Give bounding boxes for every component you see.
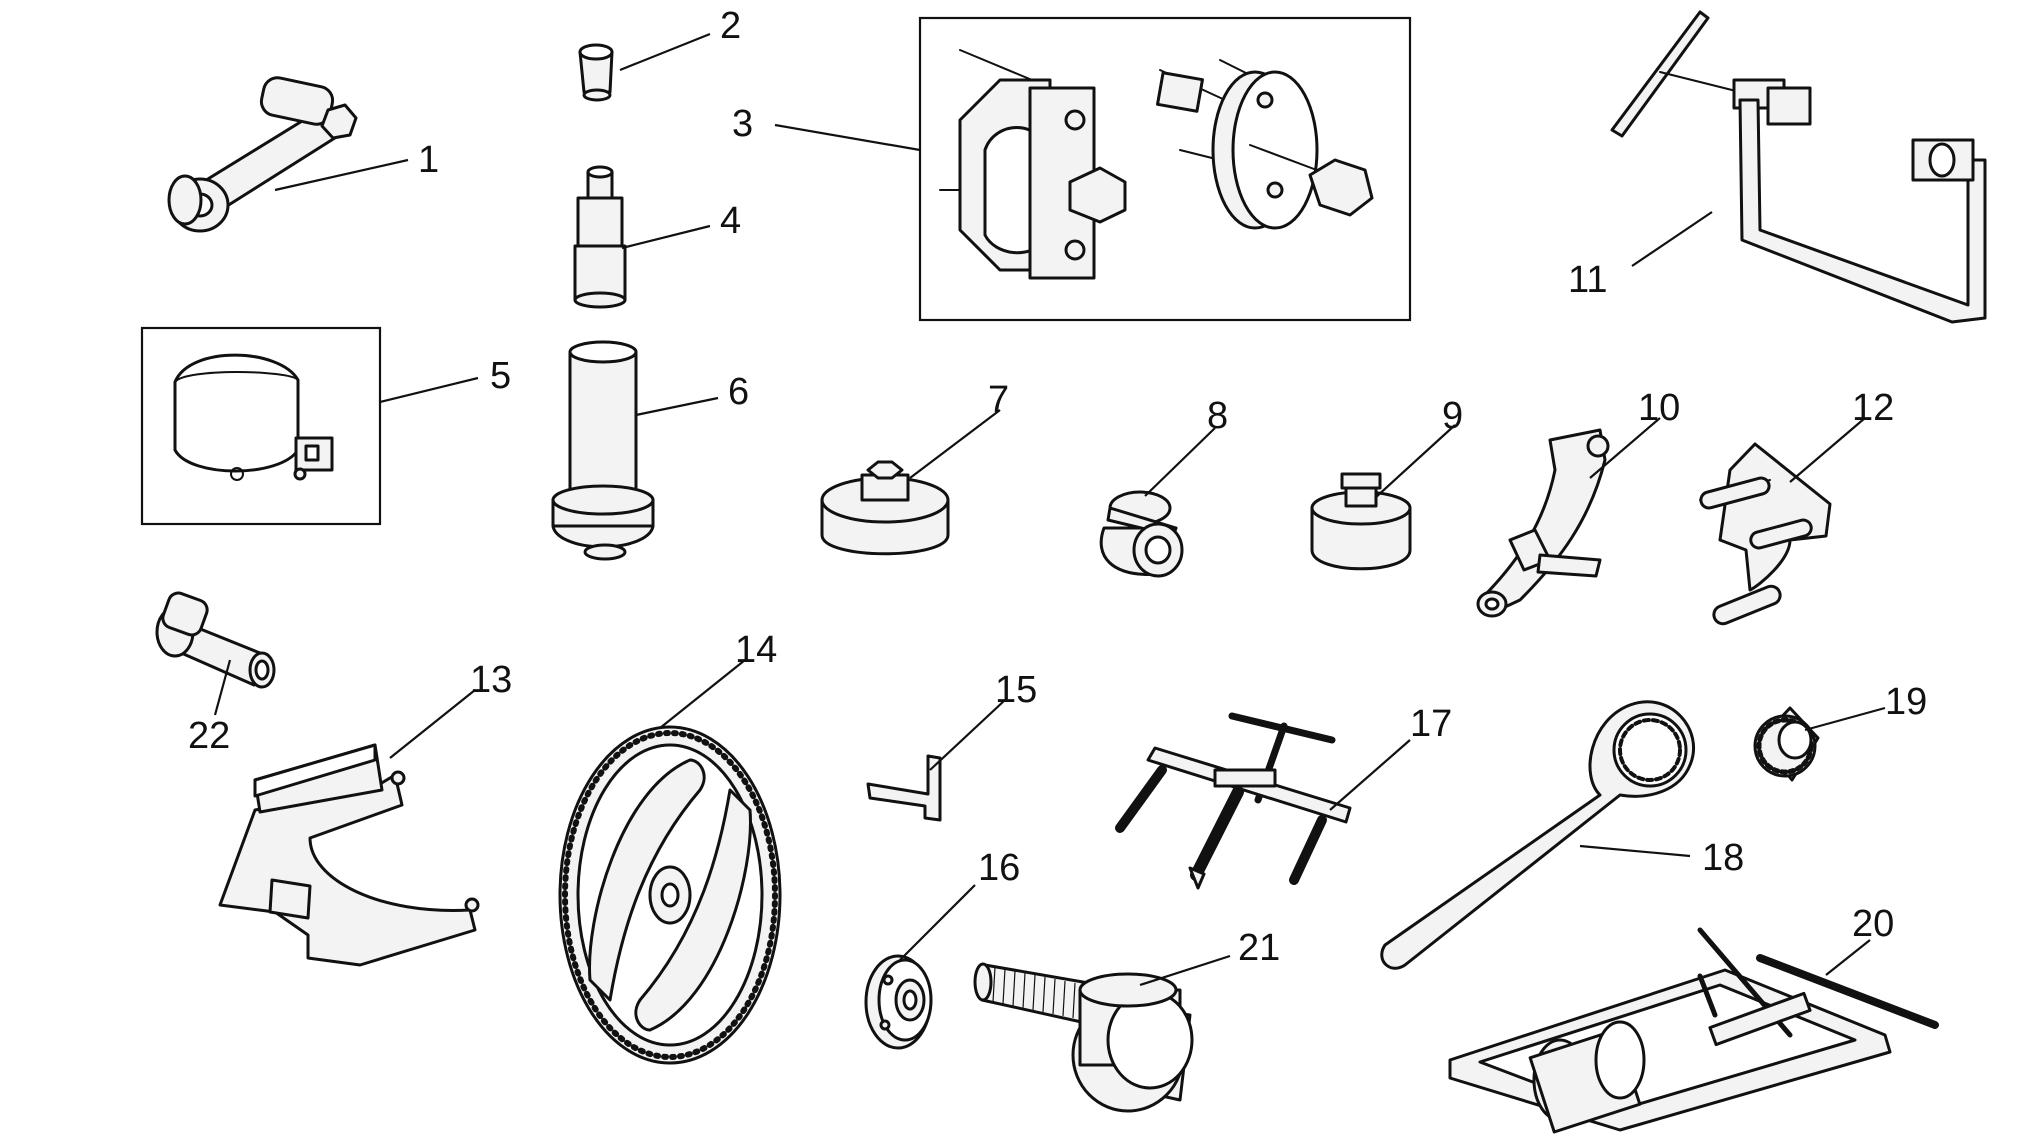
part-12-pin-bracket [1699,442,1832,626]
part-18-spanner-wrench [1380,700,1696,970]
part-22-socket-adaptor [155,591,276,689]
part-8-cone-bush [1099,490,1184,578]
callout-18: 18 [1702,837,1744,879]
leader-15 [929,699,1006,771]
leader-8 [1144,427,1216,497]
part-9-cup-bolt [1310,472,1412,571]
callout-8: 8 [1207,395,1228,437]
callout-1: 1 [418,139,439,181]
part-5-frame [140,326,382,526]
callout-22: 22 [188,715,230,757]
leader-5 [379,376,479,404]
callout-13: 13 [470,659,512,701]
part-19-gear [1753,706,1820,782]
callout-16: 16 [978,847,1020,889]
leader-1 [274,158,409,192]
leader-9 [1374,424,1456,499]
callout-numbers: 1 2 3 4 5 6 7 8 9 10 11 12 13 14 15 16 1… [188,5,1927,969]
leader-14 [659,659,746,729]
leader-11 [1631,211,1713,267]
leader-10 [1589,417,1661,479]
callout-4: 4 [720,200,741,242]
callout-3: 3 [732,103,753,145]
callout-6: 6 [728,371,749,413]
leader-16 [899,884,976,961]
part-20-frame-puller [1448,927,1939,1134]
part-11-c-clamp [1610,10,1987,324]
part-3-puller-set [918,16,1412,322]
part-15-bent-bracket [866,754,942,822]
part-16-flange [864,954,933,1050]
leader-12 [1789,417,1866,483]
leader-lines [213,32,1886,987]
callout-7: 7 [988,379,1009,421]
leader-7 [909,409,1001,479]
leader-20 [1825,939,1871,976]
part-5-ring-clip [140,326,382,526]
callout-14: 14 [735,629,777,671]
part-2-bush [578,43,614,102]
part-4-pin [573,165,627,309]
part-21-threaded-puller [973,962,1194,1113]
callout-10: 10 [1638,387,1680,429]
callout-19: 19 [1885,681,1927,723]
part-1-crank-wrench [167,76,358,233]
leader-17 [1329,739,1411,811]
leader-19 [1804,706,1886,732]
leader-18 [1579,844,1691,858]
leader-21 [1139,954,1231,987]
leader-2 [619,32,711,72]
callout-21: 21 [1238,927,1280,969]
callout-11: 11 [1568,259,1607,301]
part-17-t-handle-puller [1115,712,1352,890]
callout-12: 12 [1852,387,1894,429]
leader-4 [621,224,711,250]
leader-22 [213,659,232,716]
callout-15: 15 [995,669,1037,711]
part-7-cup-puller [820,460,950,556]
leader-6 [635,396,719,417]
callout-5: 5 [490,355,511,397]
part-13-shield-plate [218,743,480,967]
leader-3 [774,123,921,152]
part-14-degree-wheel [558,725,782,1065]
callout-20: 20 [1852,903,1894,945]
part-6-press-tool [551,340,655,561]
callout-2: 2 [720,5,741,47]
part-10-locking-lever [1476,428,1610,618]
callout-9: 9 [1442,395,1463,437]
leader-13 [389,689,476,759]
part-3-frame [918,16,1412,322]
callout-17: 17 [1410,703,1452,745]
